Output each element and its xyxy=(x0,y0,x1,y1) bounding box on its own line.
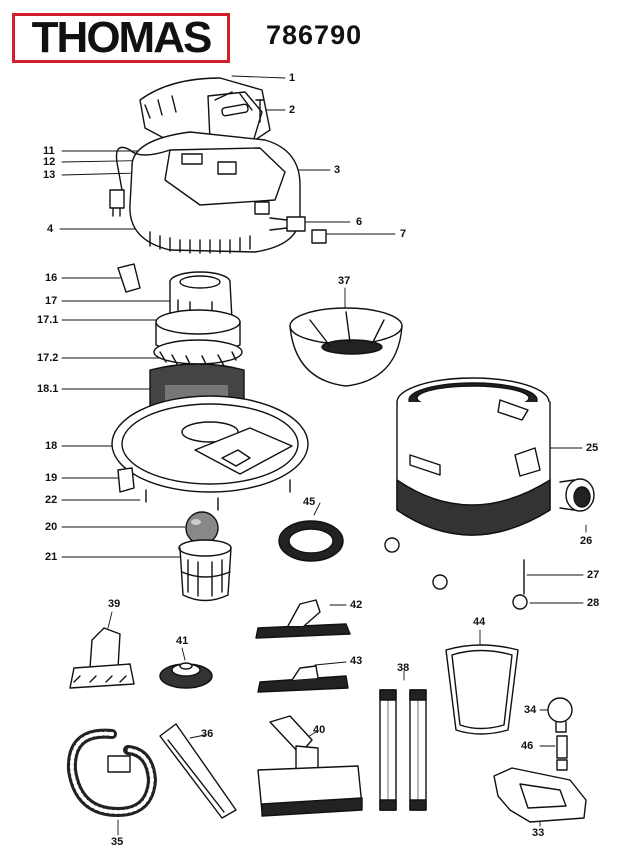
callout-38: 38 xyxy=(397,662,410,674)
screw xyxy=(255,99,265,123)
callout-46: 46 xyxy=(521,740,534,752)
callout-1: 1 xyxy=(289,72,296,84)
callout-26: 26 xyxy=(580,535,593,547)
callout-17-1: 17.1 xyxy=(37,314,59,326)
float-clip xyxy=(117,467,135,493)
switch-cap xyxy=(311,229,327,244)
combo-nozzle xyxy=(257,715,363,817)
crevice-tool xyxy=(159,723,237,819)
callout-36: 36 xyxy=(201,728,214,740)
callout-41: 41 xyxy=(176,635,189,647)
callout-34: 34 xyxy=(524,704,537,716)
callout-45: 45 xyxy=(303,496,316,508)
callout-40: 40 xyxy=(313,724,326,736)
callout-11: 11 xyxy=(43,145,55,157)
connector-46 xyxy=(556,735,568,771)
callout-18: 18 xyxy=(45,440,58,452)
callout-4: 4 xyxy=(47,223,54,235)
callout-35: 35 xyxy=(111,836,124,848)
connector-block xyxy=(269,216,306,232)
callout-22: 22 xyxy=(45,494,58,506)
brand-logo-text: THOMAS xyxy=(31,13,213,62)
callout-2: 2 xyxy=(289,104,296,116)
callout-16: 16 xyxy=(45,272,58,284)
callout-25: 25 xyxy=(586,442,599,454)
inlet-adapter xyxy=(559,478,595,512)
callout-3: 3 xyxy=(334,164,341,176)
power-cord xyxy=(109,146,171,217)
float-cage xyxy=(178,539,232,602)
callout-7: 7 xyxy=(400,228,407,240)
callout-17: 17 xyxy=(45,295,58,307)
callout-39: 39 xyxy=(108,598,121,610)
suction-hose xyxy=(66,728,157,817)
model-number: 786790 xyxy=(266,20,363,50)
upholstery-nozzle xyxy=(69,627,135,689)
float-ball xyxy=(185,511,219,545)
screws-22 xyxy=(145,479,291,511)
elbow-34 xyxy=(547,697,573,733)
callout-44: 44 xyxy=(473,616,486,628)
callout-20: 20 xyxy=(45,521,58,533)
callout-18-1: 18.1 xyxy=(37,383,59,395)
callout-17-2: 17.2 xyxy=(37,352,59,364)
filter-bag xyxy=(289,307,403,387)
extension-tubes xyxy=(379,689,427,811)
callout-43: 43 xyxy=(350,655,363,667)
clip-16 xyxy=(117,263,141,293)
flat-filter xyxy=(445,644,519,735)
ring-seal xyxy=(278,520,344,562)
tank xyxy=(384,377,551,610)
wet-nozzle-43 xyxy=(257,665,349,693)
callout-42: 42 xyxy=(350,599,363,611)
callout-6: 6 xyxy=(356,216,363,228)
callout-37: 37 xyxy=(338,275,351,287)
round-brush xyxy=(159,662,213,689)
callout-21: 21 xyxy=(45,551,58,563)
brand-logo: THOMAS xyxy=(12,13,230,63)
callout-12: 12 xyxy=(43,156,56,168)
callout-19: 19 xyxy=(45,472,58,484)
base-plate xyxy=(111,395,309,493)
callout-33: 33 xyxy=(532,827,545,839)
motor-housing xyxy=(129,131,301,254)
wet-nozzle-42 xyxy=(255,599,351,639)
callout-27: 27 xyxy=(587,569,600,581)
callout-28: 28 xyxy=(587,597,600,609)
callout-13: 13 xyxy=(43,169,56,181)
hose-bracket xyxy=(493,767,587,823)
